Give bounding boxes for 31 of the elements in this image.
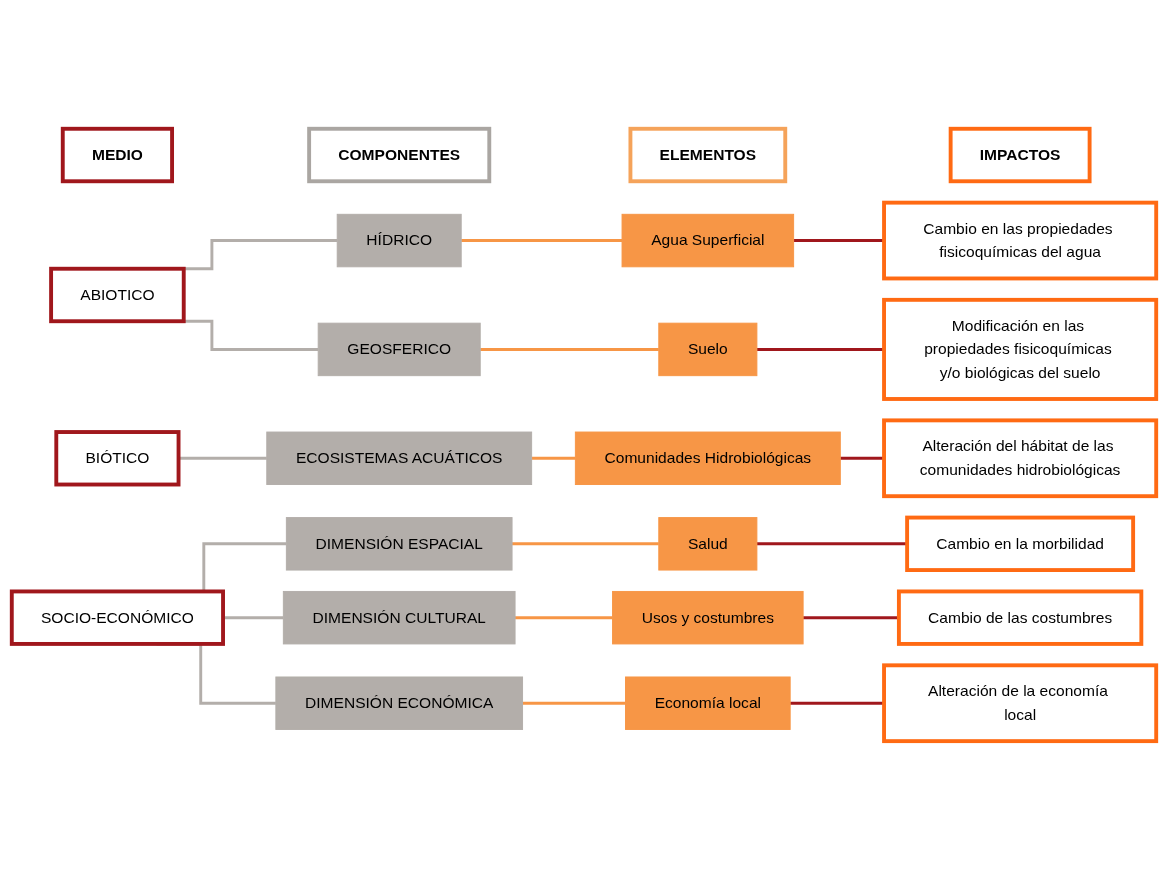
node-box: HÍDRICO [336, 213, 462, 267]
node-box: Modificación en las propiedades fisicoquímicas y/o biológicas del suelo [881, 297, 1158, 401]
node-box: DIMENSIÓN ESPACIAL [285, 516, 513, 571]
connector [531, 456, 575, 460]
node-box: BIÓTICO [53, 429, 180, 486]
connector [522, 701, 625, 705]
node-box: GEOSFERICO [317, 322, 481, 376]
node-box: DIMENSIÓN ECONÓMICA [274, 676, 523, 730]
node-box: IMPACTOS [948, 126, 1092, 183]
connector [460, 238, 622, 242]
node-box: Cambio de las costumbres [896, 589, 1143, 646]
node-box: Usos y costumbres [611, 590, 804, 644]
node-box: ECOSISTEMAS ACUÁTICOS [265, 431, 532, 485]
node-box: MEDIO [60, 126, 174, 183]
node-box: ELEMENTOS [628, 126, 787, 183]
node-box: ABIOTICO [48, 266, 186, 323]
node-box: Alteración del hábitat de las comunidades hidrobiológicas [881, 417, 1158, 498]
node-box: Salud [657, 516, 757, 571]
node-box: Alteración de la economía local [881, 662, 1158, 743]
connector [479, 347, 659, 351]
node-box: Cambio en la morbilidad [904, 515, 1135, 572]
node-box: Economía local [624, 676, 791, 730]
connector [514, 615, 613, 619]
connector [511, 541, 659, 545]
node-box: DIMENSIÓN CULTURAL [282, 590, 516, 644]
node-box: Comunidades Hidrobiológicas [574, 431, 841, 485]
node-box: COMPONENTES [306, 126, 491, 183]
node-box: Agua Superficial [621, 213, 794, 267]
node-box: Suelo [657, 322, 757, 376]
node-box: Cambio en las propiedades fisicoquímicas del agua [881, 200, 1158, 280]
node-box: SOCIO-ECONÓMICO [9, 589, 225, 646]
